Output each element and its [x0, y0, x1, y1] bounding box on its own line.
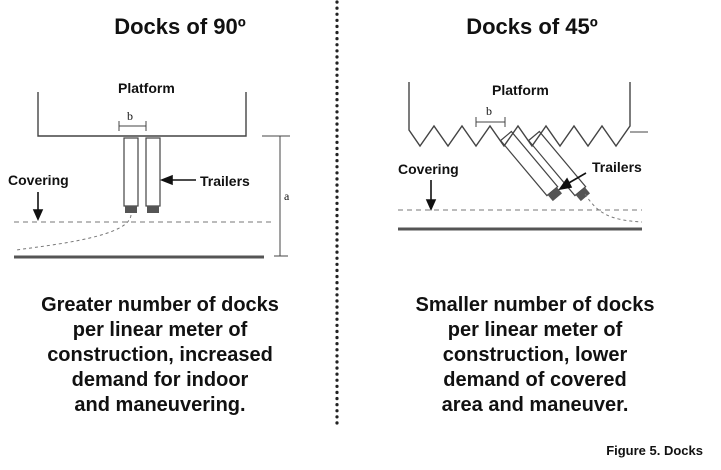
caption-line: per linear meter of — [447, 319, 623, 341]
maneuver-curve-90 — [15, 214, 132, 251]
caption-line: per linear meter of — [72, 319, 248, 341]
covering-label-45: Covering — [398, 161, 459, 177]
maneuver-curve-45 — [584, 193, 643, 223]
caption-docks-45: Smaller number of docks per linear meter… — [375, 293, 695, 418]
covering-label-90: Covering — [8, 172, 69, 188]
caption-line: Greater number of docks — [41, 294, 279, 316]
dim-b-label-90: b — [127, 109, 133, 123]
dock-90-diagram — [14, 92, 290, 259]
caption-line: Smaller number of docks — [415, 294, 655, 316]
trailer-2 — [145, 137, 161, 207]
caption-line: demand for indoor — [71, 369, 249, 391]
platform-outline-90 — [37, 92, 247, 137]
caption-line: demand of covered — [443, 369, 627, 391]
caption-docks-90: Greater number of docks per linear meter… — [0, 293, 320, 418]
arrows-45 — [425, 172, 587, 211]
dim-a-label-90: a — [284, 189, 290, 203]
caption-line: area and maneuver. — [441, 394, 629, 416]
trailers-label-90: Trailers — [200, 173, 250, 189]
platform-label-45: Platform — [492, 82, 549, 98]
caption-line: construction, lower — [442, 344, 628, 366]
platform-label-90: Platform — [118, 80, 175, 96]
dock-45-diagram — [398, 82, 648, 231]
arrows-90 — [32, 174, 196, 221]
trailers-label-45: Trailers — [592, 159, 642, 175]
dotted-divider — [335, 0, 339, 430]
trailer-45-2 — [527, 130, 587, 197]
title-docks-45: Docks of 45º — [466, 14, 598, 39]
dim-b-label-45: b — [486, 104, 492, 118]
platform-outline-45 — [408, 82, 631, 148]
caption-line: construction, increased — [47, 344, 273, 366]
trailer-1 — [123, 137, 139, 207]
caption-line: and maneuvering. — [74, 394, 246, 416]
title-docks-90: Docks of 90º — [114, 14, 246, 39]
figure-caption: Figure 5. Docks — [606, 443, 703, 458]
trailer-45-1 — [499, 130, 559, 197]
